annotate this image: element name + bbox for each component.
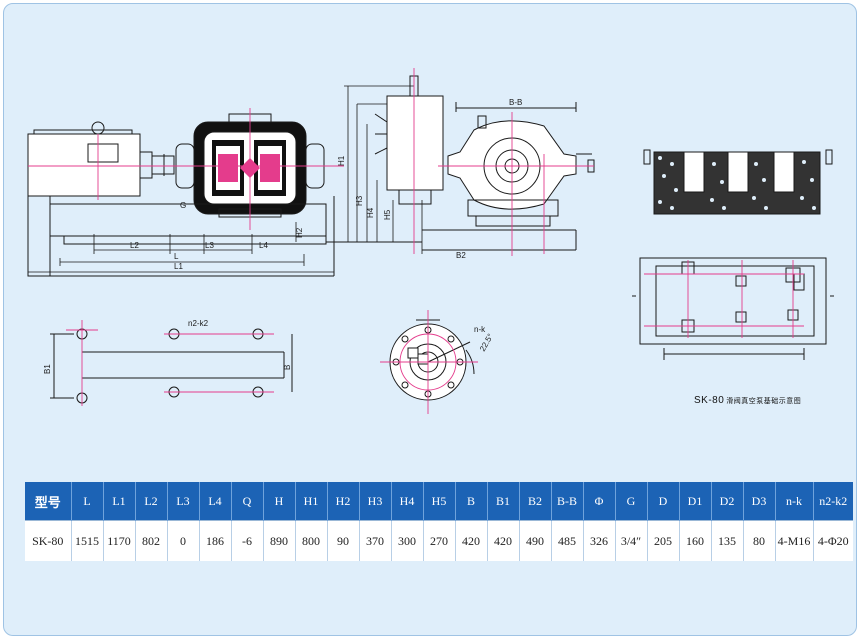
table-cell: 135 xyxy=(711,520,744,561)
header-cell: G xyxy=(615,482,648,521)
table-cell: 90 xyxy=(327,520,360,561)
table-cell: 326 xyxy=(583,520,616,561)
dim-L2: L2 xyxy=(130,241,139,250)
table-cell: 186 xyxy=(199,520,232,561)
n2k2-label: n2-k2 xyxy=(188,319,209,328)
table-cell: 890 xyxy=(263,520,296,561)
header-cell: L2 xyxy=(135,482,168,521)
table-cell: -6 xyxy=(231,520,264,561)
motor xyxy=(27,121,153,197)
table-cell: 420 xyxy=(487,520,520,561)
table-cell: 420 xyxy=(455,520,488,561)
drawing-panel: B-B L L1 L2 L3 L4 H1 H3 H4 H5 H2 B2 B1 B… xyxy=(3,3,857,636)
dim-L: L xyxy=(174,252,179,261)
table-cell: SK-80 xyxy=(25,520,72,561)
dim-L1: L1 xyxy=(174,262,183,271)
dim-H1: H1 xyxy=(337,155,346,166)
table-cell: 3/4″ xyxy=(615,520,648,561)
header-cell: 型号 xyxy=(25,482,72,521)
table-cell: 205 xyxy=(647,520,680,561)
header-cell: D2 xyxy=(711,482,744,521)
header-cell: H1 xyxy=(295,482,328,521)
table-cell: 802 xyxy=(135,520,168,561)
table-cell: 300 xyxy=(391,520,424,561)
base-frame xyxy=(27,195,422,277)
header-cell: L3 xyxy=(167,482,200,521)
dim-B2: B2 xyxy=(456,251,466,260)
foundation-plan xyxy=(632,257,834,360)
header-cell: D3 xyxy=(743,482,776,521)
table-cell: 270 xyxy=(423,520,456,561)
header-cell: H3 xyxy=(359,482,392,521)
header-cell: H xyxy=(263,482,296,521)
foundation-block xyxy=(643,149,833,215)
table-cell: 4-M16 xyxy=(775,520,814,561)
header-cell: D xyxy=(647,482,680,521)
table-cell: 160 xyxy=(679,520,712,561)
header-cell: B-B xyxy=(551,482,584,521)
header-cell: H5 xyxy=(423,482,456,521)
header-cell: n2-k2 xyxy=(813,482,853,521)
spec-table: 型号 L L1 L2 L3 L4 Q H H1 H2 H3 H4 H5 B B1… xyxy=(25,482,853,561)
separator-tank xyxy=(374,75,444,205)
header-cell: Q xyxy=(231,482,264,521)
header-cell: n-k xyxy=(775,482,814,521)
header-cell: Φ xyxy=(583,482,616,521)
flange-view xyxy=(389,319,475,401)
center-lines xyxy=(28,68,804,414)
section-bb-label: B-B xyxy=(509,98,522,107)
caption-text: 滑阀真空泵基础示意图 xyxy=(726,398,802,405)
header-cell: B1 xyxy=(487,482,520,521)
g-mark: G xyxy=(180,201,186,210)
dim-L3: L3 xyxy=(205,241,214,250)
table-cell: 800 xyxy=(295,520,328,561)
table-cell: 80 xyxy=(743,520,776,561)
table-cell: 490 xyxy=(519,520,552,561)
volute-pump-section xyxy=(422,102,595,251)
height-dimension-lines xyxy=(295,85,423,254)
table-cell: 0 xyxy=(167,520,200,561)
header-cell: B xyxy=(455,482,488,521)
table-row: SK-80 1515 1170 802 0 186 -6 890 800 90 … xyxy=(25,520,853,561)
dimension-lines xyxy=(28,234,334,273)
dim-B: B xyxy=(283,365,292,370)
dim-L4: L4 xyxy=(259,241,268,250)
table-cell: 4-Φ20 xyxy=(813,520,853,561)
table-cell: 1170 xyxy=(103,520,136,561)
dim-B1: B1 xyxy=(43,364,52,374)
caption-code: SK-80 xyxy=(694,395,725,406)
header-cell: H2 xyxy=(327,482,360,521)
table-cell: 370 xyxy=(359,520,392,561)
table-cell: 1515 xyxy=(71,520,104,561)
header-cell: B2 xyxy=(519,482,552,521)
dim-H4: H4 xyxy=(366,207,375,218)
header-cell: L1 xyxy=(103,482,136,521)
header-cell: L xyxy=(71,482,104,521)
spec-header-row: 型号 L L1 L2 L3 L4 Q H H1 H2 H3 H4 H5 B B1… xyxy=(25,482,853,521)
dim-H5: H5 xyxy=(383,209,392,220)
angle-label: 22.5° xyxy=(478,332,495,353)
header-cell: H4 xyxy=(391,482,424,521)
table-cell: 485 xyxy=(551,520,584,561)
coupling xyxy=(151,154,175,176)
dim-H2: H2 xyxy=(295,227,304,238)
header-cell: D1 xyxy=(679,482,712,521)
header-cell: L4 xyxy=(199,482,232,521)
nk-label: n-k xyxy=(474,325,486,334)
dim-H3: H3 xyxy=(355,195,364,206)
engineering-drawing: B-B L L1 L2 L3 L4 H1 H3 H4 H5 H2 B2 B1 B… xyxy=(27,68,834,414)
